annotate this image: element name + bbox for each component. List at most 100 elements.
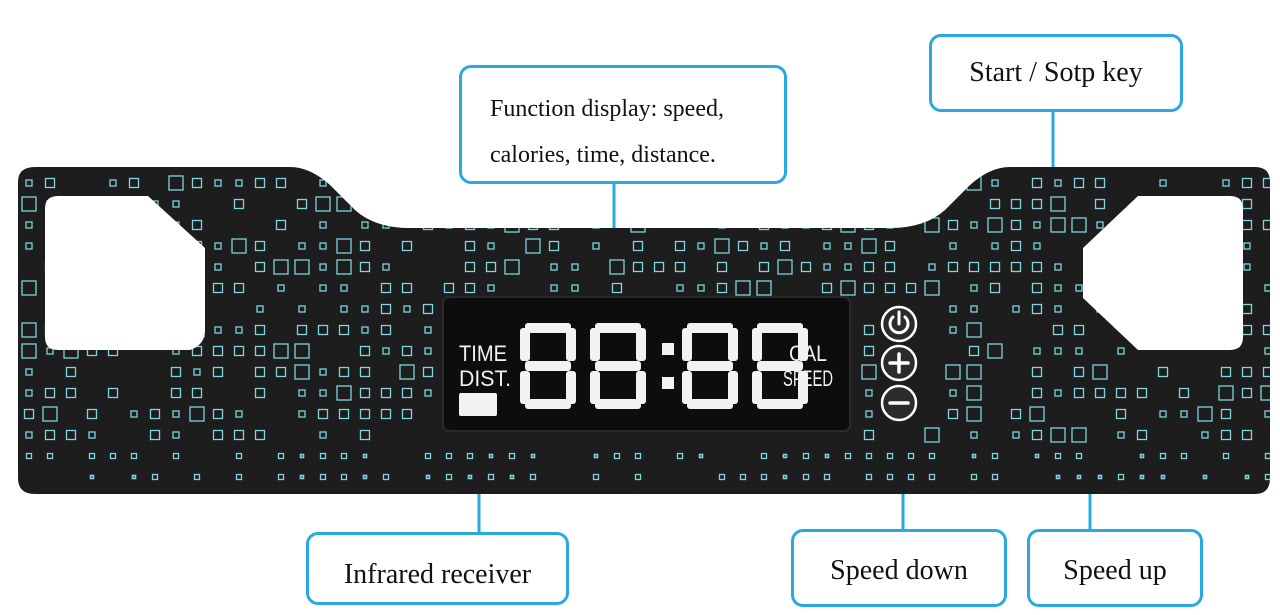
pattern-square (1220, 408, 1232, 420)
pattern-square (315, 196, 331, 212)
pattern-square (924, 427, 940, 443)
pattern-square (193, 368, 201, 376)
callout-function-display-line1: Function display: speed, (490, 96, 724, 122)
pattern-square (1117, 347, 1125, 355)
pattern-square (884, 198, 896, 210)
pattern-square (23, 408, 35, 420)
pattern-square (592, 221, 600, 229)
pattern-square (840, 280, 856, 296)
pattern-square (424, 389, 432, 397)
pattern-square (361, 305, 369, 313)
pattern-square (44, 429, 56, 441)
lcd-segment (520, 371, 530, 404)
pattern-square (1262, 324, 1270, 336)
pattern-square (1264, 410, 1270, 418)
pattern-square (170, 366, 182, 378)
pattern-square (1115, 387, 1127, 399)
pattern-square (401, 282, 413, 294)
pattern-square (1010, 261, 1022, 273)
pattern-square (319, 221, 327, 229)
pattern-square (1050, 217, 1066, 233)
pattern-square (504, 259, 520, 275)
lcd-label-dist: DIST. (459, 366, 511, 391)
pattern-square (1262, 366, 1270, 378)
callout-speed-down: Speed down (791, 529, 1007, 607)
pattern-square (970, 473, 978, 481)
pattern-square (359, 387, 371, 399)
callout-speed-down-label: Speed down (830, 555, 968, 586)
pattern-square (989, 198, 1001, 210)
speed-down-button[interactable] (880, 384, 918, 422)
lcd-segment (595, 361, 641, 371)
pattern-square (193, 473, 201, 481)
pattern-square (214, 326, 222, 334)
pattern-square (844, 452, 852, 460)
pattern-square (191, 177, 203, 189)
pattern-square (487, 221, 495, 229)
pattern-square (884, 282, 896, 294)
pattern-square (277, 473, 285, 481)
pattern-square (1180, 410, 1188, 418)
pattern-square (571, 284, 579, 292)
pattern-square (634, 452, 642, 460)
pattern-square (273, 343, 289, 359)
pattern-square (233, 345, 245, 357)
pattern-square (424, 179, 432, 187)
pattern-square (25, 179, 33, 187)
pattern-square (924, 175, 940, 191)
start-stop-button[interactable] (880, 305, 918, 343)
pattern-square (1010, 240, 1022, 252)
pattern-square (1094, 177, 1106, 189)
pattern-square (844, 263, 852, 271)
pattern-square (1197, 406, 1213, 422)
pattern-square (25, 221, 33, 229)
pattern-square (1031, 303, 1043, 315)
lcd-segment (682, 371, 692, 404)
pattern-square (1033, 221, 1041, 229)
pattern-square (609, 259, 625, 275)
pattern-square (1055, 474, 1061, 480)
pattern-square (273, 259, 289, 275)
pattern-square (1241, 387, 1253, 399)
pattern-square (1178, 387, 1190, 399)
pattern-square (716, 261, 728, 273)
pattern-square (424, 326, 432, 334)
pattern-square (294, 259, 310, 275)
pattern-square (42, 406, 58, 422)
pattern-square (697, 242, 705, 250)
pattern-square (275, 219, 287, 231)
pattern-square (319, 389, 327, 397)
pattern-square (359, 240, 371, 252)
pattern-square (1076, 474, 1082, 480)
pattern-square (777, 259, 793, 275)
pattern-square (991, 242, 999, 250)
pattern-square (1073, 366, 1085, 378)
pattern-square (107, 387, 119, 399)
pattern-square (235, 179, 243, 187)
pattern-square (1139, 453, 1145, 459)
pattern-square (756, 280, 772, 296)
pattern-square (231, 238, 247, 254)
pattern-square (844, 200, 852, 208)
pattern-square (382, 473, 390, 481)
pattern-square (779, 240, 791, 252)
pattern-square (296, 324, 308, 336)
pattern-square (401, 198, 413, 210)
pattern-square (1071, 217, 1087, 233)
pattern-square (632, 240, 644, 252)
pattern-square (336, 238, 352, 254)
pattern-square (886, 221, 894, 229)
pattern-square (824, 453, 830, 459)
pattern-square (233, 198, 245, 210)
pattern-square (653, 261, 665, 273)
pattern-square (168, 175, 184, 191)
pattern-square (800, 261, 812, 273)
speed-up-button[interactable] (880, 344, 918, 382)
pattern-square (191, 387, 203, 399)
pattern-square (88, 431, 96, 439)
pattern-square (1160, 474, 1166, 480)
pattern-square (488, 453, 494, 459)
pattern-square (233, 429, 245, 441)
pattern-square (782, 453, 788, 459)
pattern-square (256, 305, 264, 313)
